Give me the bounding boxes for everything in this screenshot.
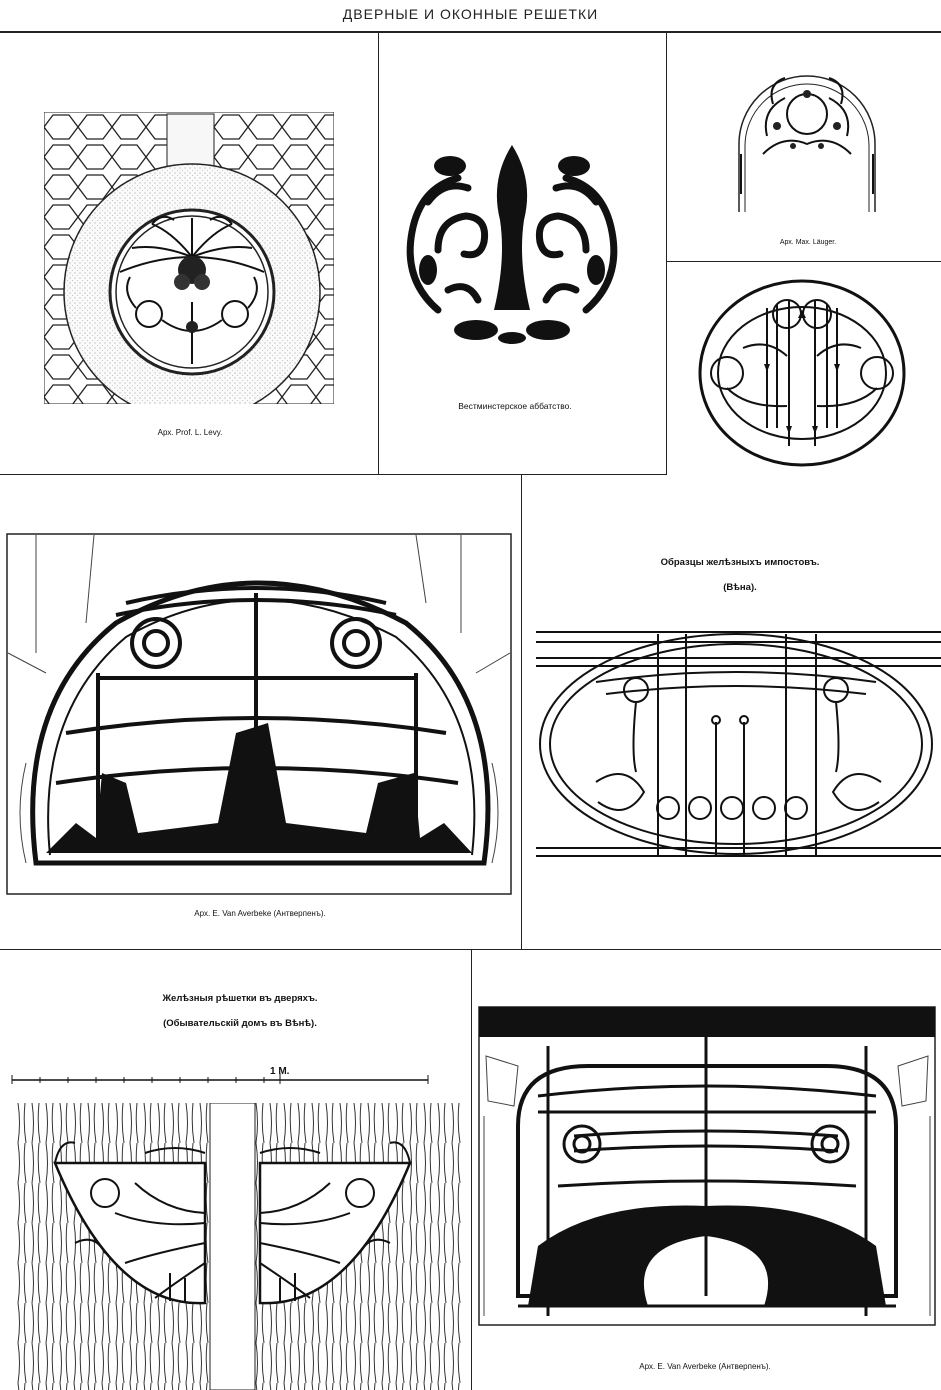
scale-bar	[10, 1066, 430, 1086]
lauger-caption: Арх. Max. Läuger.	[779, 239, 837, 246]
divider-v4	[471, 950, 472, 1390]
door-grilles-illustration	[15, 1103, 462, 1390]
divider-v1	[378, 33, 379, 475]
levy-grille-illustration	[44, 112, 334, 404]
westminster-grille-illustration	[398, 140, 626, 345]
divider-v2	[666, 33, 667, 475]
divider-h-right	[666, 261, 941, 262]
top-rule	[0, 31, 941, 33]
scale-label: 1 М.	[270, 1066, 290, 1077]
averbeke-bottom-caption: Арх. E. Van Averbeke (Антверпенъ).	[639, 1362, 771, 1371]
oval-grille-illustration	[697, 278, 907, 468]
vienna-impost-subheading: (Вѣна).	[723, 582, 757, 593]
divider-v3	[521, 475, 522, 950]
vienna-impost-heading: Образцы желѣзныхъ импостовъ.	[660, 557, 820, 568]
divider-h1	[0, 474, 667, 475]
vienna-impost-illustration	[536, 622, 941, 862]
levy-caption: Арх. Prof. L. Levy.	[157, 428, 223, 437]
averbeke-top-illustration	[6, 533, 512, 895]
door-grilles-subheading: (Обывательскій домъ въ Вѣнѣ).	[163, 1018, 317, 1029]
door-grilles-heading: Желѣзныя рѣшетки въ дверяхъ.	[162, 993, 318, 1004]
averbeke-top-caption: Арх. E. Van Averbeke (Антверпенъ).	[194, 909, 326, 918]
lauger-grille-illustration	[733, 64, 881, 214]
divider-h2	[0, 949, 941, 950]
westminster-caption: Вестминстерское аббатство.	[458, 401, 572, 411]
page-title: ДВЕРНЫЕ И ОКОННЫЕ РЕШЕТКИ	[342, 6, 599, 22]
averbeke-bottom-illustration	[478, 1006, 936, 1326]
